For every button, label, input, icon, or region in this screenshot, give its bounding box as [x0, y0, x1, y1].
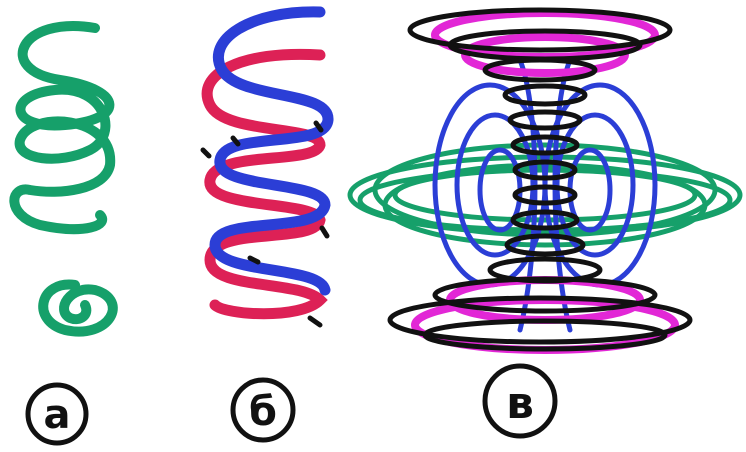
label-a: а: [28, 385, 86, 443]
label-b: б: [233, 380, 293, 440]
single-helix-icon: [14, 26, 112, 332]
toroidal-vortex-icon: [350, 10, 740, 350]
helix-a-loose-end: [43, 285, 113, 332]
label-a-text: а: [44, 392, 71, 438]
label-c-text: в: [506, 378, 534, 429]
double-helix-icon: [203, 12, 328, 325]
helix-a-coils: [14, 26, 110, 229]
label-b-text: б: [249, 389, 277, 435]
label-c: в: [485, 366, 555, 436]
